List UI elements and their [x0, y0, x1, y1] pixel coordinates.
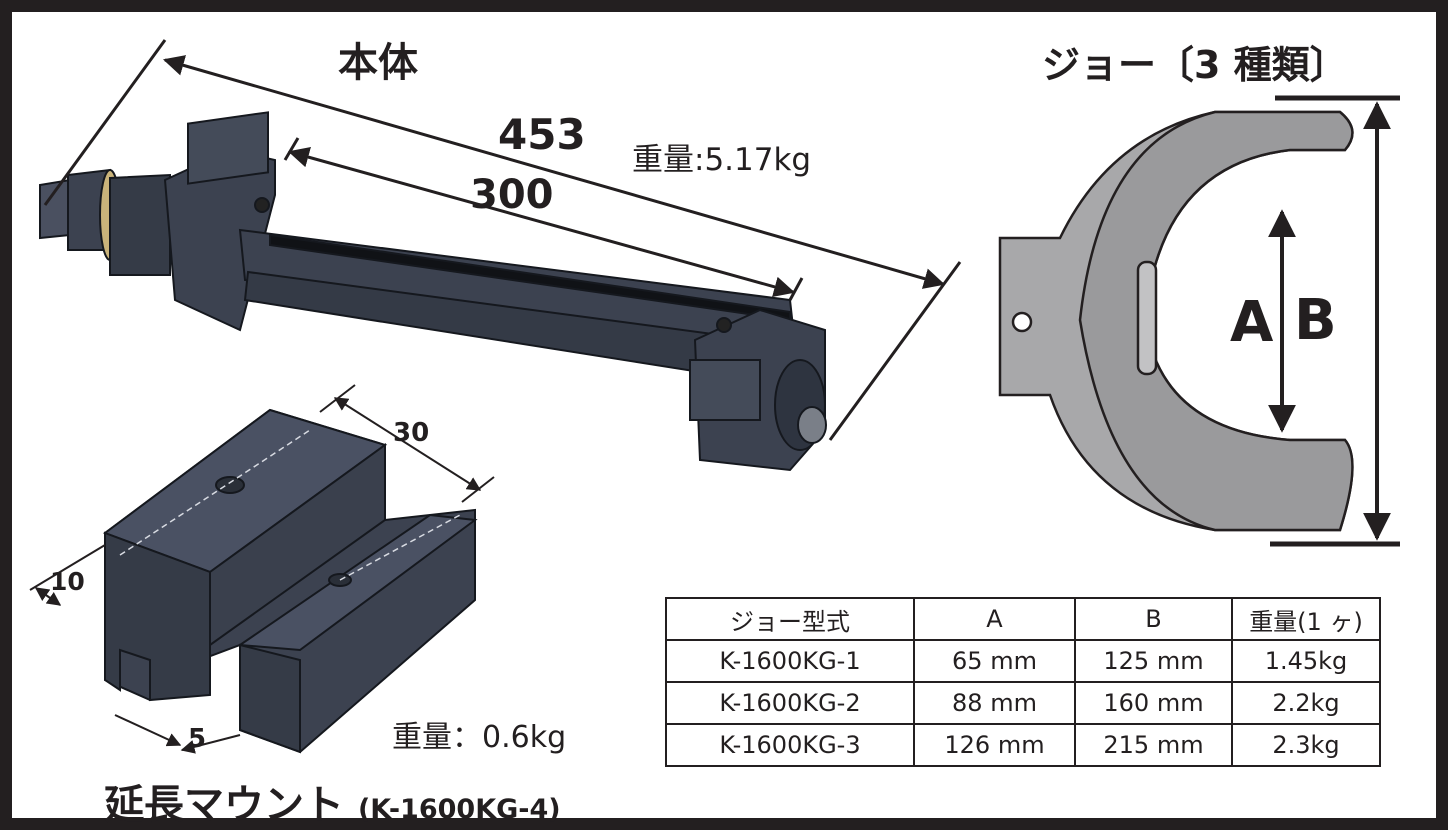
table-header-row: ジョー型式 A B 重量(1 ヶ) [665, 597, 1381, 641]
table-header-model: ジョー型式 [665, 597, 915, 641]
jaw-label-b: B [1294, 288, 1337, 353]
table-cell: 126 mm [913, 723, 1076, 767]
dimension-5-label: 5 [188, 724, 207, 754]
table-cell: K-1600KG-2 [665, 681, 915, 725]
table-row: K-1600KG-2 88 mm 160 mm 2.2kg [665, 681, 1381, 725]
extension-mount-drawing [102, 408, 478, 754]
table-cell: 2.3kg [1231, 723, 1381, 767]
table-cell: K-1600KG-1 [665, 639, 915, 683]
table-cell: 160 mm [1074, 681, 1233, 725]
table-cell: K-1600KG-3 [665, 723, 915, 767]
jaw-dimension-lines [1268, 95, 1400, 547]
table-cell: 1.45kg [1231, 639, 1381, 683]
extension-title: 延長マウント (K-1600KG-4) [104, 772, 561, 830]
extension-model: (K-1600KG-4) [357, 794, 561, 825]
jaw-spec-table: ジョー型式 A B 重量(1 ヶ) K-1600KG-1 65 mm 125 m… [665, 597, 1381, 767]
table-cell: 2.2kg [1231, 681, 1381, 725]
jaw-title: ジョー〔3 種類〕 [1042, 43, 1348, 87]
main-body-weight: 重量:5.17kg [632, 142, 812, 178]
table-row: K-1600KG-3 126 mm 215 mm 2.3kg [665, 723, 1381, 767]
table-header-weight: 重量(1 ヶ) [1231, 597, 1381, 641]
dimension-453-label: 453 [498, 110, 586, 159]
extension-weight: 重量：0.6kg [392, 720, 567, 755]
dimension-10-label: 10 [50, 567, 85, 596]
jaw-label-a: A [1230, 290, 1274, 355]
dimension-300-line [283, 137, 804, 301]
extension-title-text: 延長マウント [104, 782, 344, 828]
main-body-title: 本体 [338, 40, 418, 86]
table-cell: 215 mm [1074, 723, 1233, 767]
jaw-drawing [998, 110, 1354, 532]
table-cell: 125 mm [1074, 639, 1233, 683]
mount-dimension-lines [29, 384, 495, 754]
dimension-300-label: 300 [470, 172, 554, 218]
dimension-30-label: 30 [393, 418, 430, 448]
table-header-a: A [913, 597, 1076, 641]
table-cell: 65 mm [913, 639, 1076, 683]
table-header-b: B [1074, 597, 1233, 641]
table-row: K-1600KG-1 65 mm 125 mm 1.45kg [665, 639, 1381, 683]
table-cell: 88 mm [913, 681, 1076, 725]
